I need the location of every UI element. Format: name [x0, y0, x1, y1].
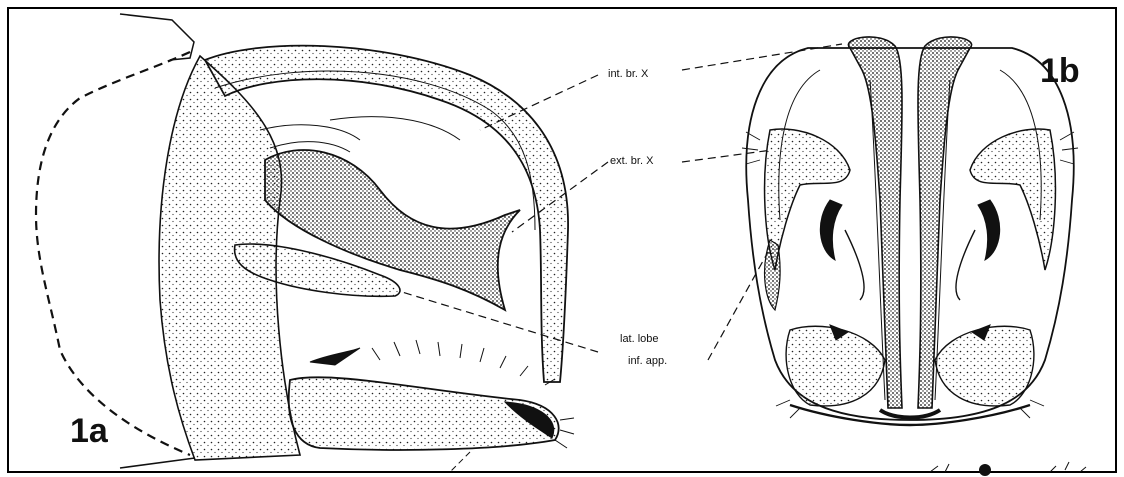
label-int-br-x: int. br. X — [608, 68, 649, 80]
lat-lobe-left — [765, 240, 781, 310]
figure-label-1b: 1b — [1040, 52, 1080, 90]
hook-left — [820, 200, 842, 260]
hook-spine — [310, 348, 360, 365]
figure-label-1a: 1a — [70, 412, 109, 450]
label-lat-lobe: lat. lobe — [620, 333, 659, 345]
hook-right — [978, 200, 1000, 260]
figure-1a-drawing — [36, 14, 574, 472]
leader-int-br-right — [682, 44, 842, 70]
label-inf-app: inf. app. — [628, 355, 667, 367]
figure-1b-drawing — [742, 37, 1078, 425]
partial-specimens-bottom — [930, 462, 1086, 476]
leader-inf-app — [708, 252, 768, 360]
segment-top — [120, 14, 194, 60]
ext-branch-right — [970, 129, 1055, 270]
partial-specimen-dark — [979, 464, 991, 476]
label-ext-br-x: ext. br. X — [610, 155, 654, 167]
